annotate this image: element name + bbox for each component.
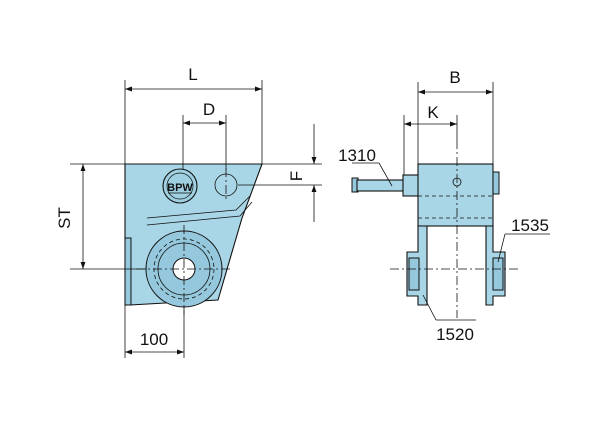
pin-collar (402, 174, 420, 197)
leader-1520 (422, 294, 437, 321)
dim-L-label: L (188, 65, 197, 84)
inner-plate-line-1 (146, 195, 251, 219)
inner-plate-line-2 (146, 201, 253, 226)
left-flange (124, 237, 132, 306)
front-view: B K 1310 1535 1520 (338, 68, 550, 344)
logo-text: BPW (167, 182, 193, 194)
front-right-tab (492, 171, 500, 195)
dim-ST-label: ST (55, 207, 74, 229)
right-bush-flange (492, 257, 504, 291)
side-view: BPW L D F ST 100 (55, 65, 322, 358)
leader-1310 (378, 162, 393, 187)
part-1535-label: 1535 (511, 216, 549, 235)
bpw-logo: BPW (162, 168, 198, 204)
front-upper-block (417, 163, 494, 227)
leader-1535 (497, 233, 506, 263)
dim-D-label: D (203, 100, 215, 119)
pin-shaft (356, 179, 405, 192)
part-1310-label: 1310 (338, 146, 376, 165)
dim-100-label: 100 (140, 330, 168, 349)
left-bush-flange (408, 257, 420, 291)
part-1520-label: 1520 (436, 325, 474, 344)
dim-F-label: F (287, 171, 306, 181)
dim-K-label: K (427, 103, 439, 122)
dim-B-label: B (449, 68, 460, 87)
